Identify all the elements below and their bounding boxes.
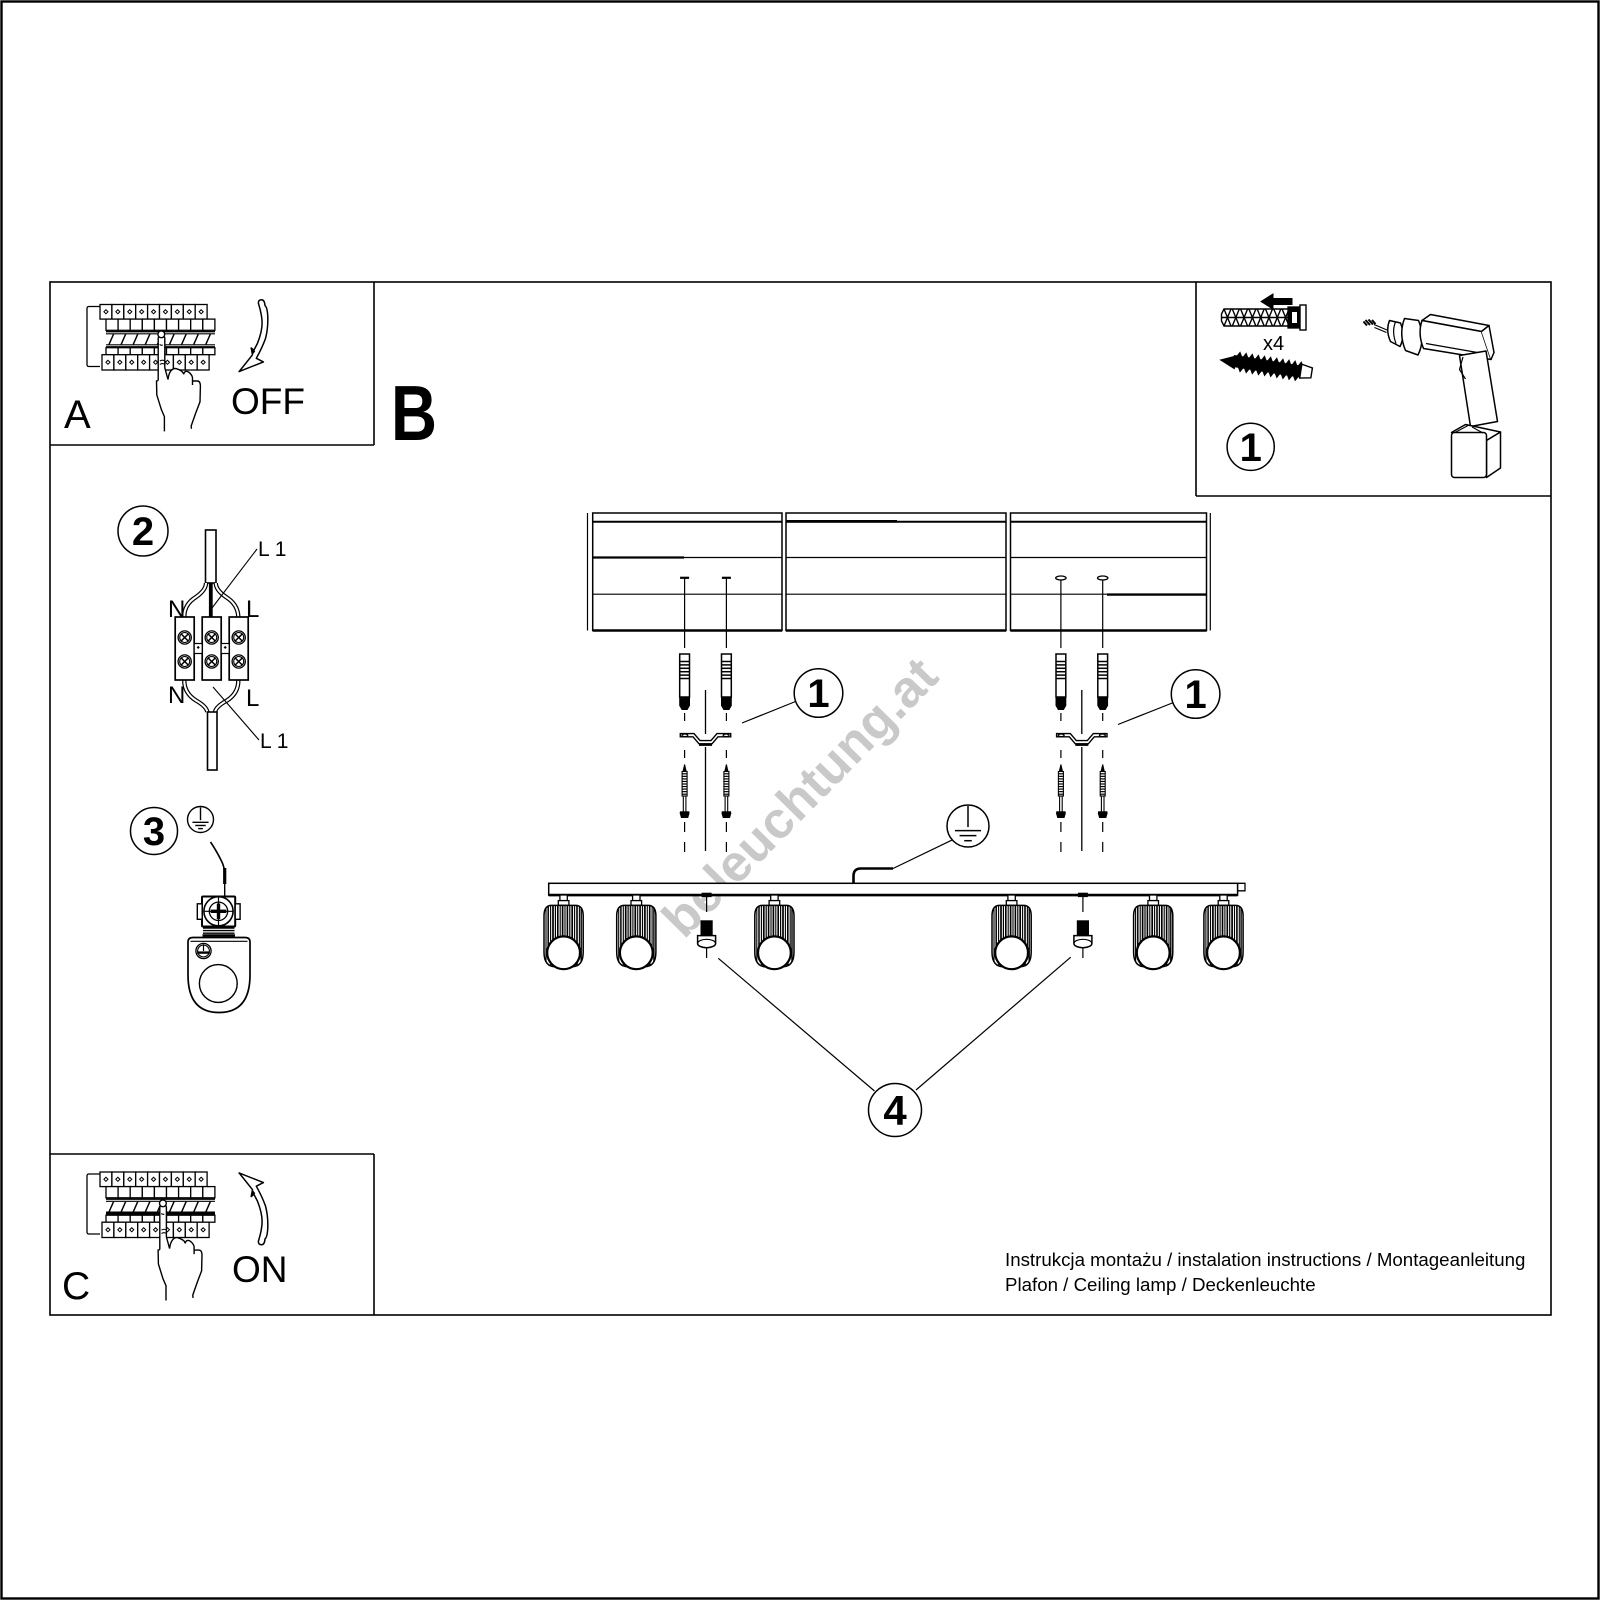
svg-text:3: 3 xyxy=(143,810,165,854)
svg-text:L: L xyxy=(246,685,259,712)
svg-text:Instrukcja montażu / instalati: Instrukcja montażu / instalation instruc… xyxy=(1005,1249,1525,1270)
svg-text:N: N xyxy=(168,596,185,623)
svg-text:x4: x4 xyxy=(1263,333,1284,355)
svg-text:1: 1 xyxy=(807,672,829,716)
svg-text:ON: ON xyxy=(232,1249,288,1290)
svg-text:B: B xyxy=(391,369,437,457)
svg-text:A: A xyxy=(64,393,91,437)
svg-text:Plafon / Ceiling lamp / Decken: Plafon / Ceiling lamp / Deckenleuchte xyxy=(1005,1274,1316,1295)
svg-text:OFF: OFF xyxy=(231,381,305,422)
svg-text:1: 1 xyxy=(1240,426,1262,470)
svg-text:1: 1 xyxy=(1184,673,1206,717)
svg-text:4: 4 xyxy=(883,1087,907,1134)
svg-text:L 1: L 1 xyxy=(258,538,286,561)
svg-text:C: C xyxy=(62,1265,90,1308)
svg-text:N: N xyxy=(168,682,185,709)
svg-text:L: L xyxy=(246,596,259,623)
svg-text:2: 2 xyxy=(132,510,154,554)
svg-text:L 1: L 1 xyxy=(260,730,288,753)
